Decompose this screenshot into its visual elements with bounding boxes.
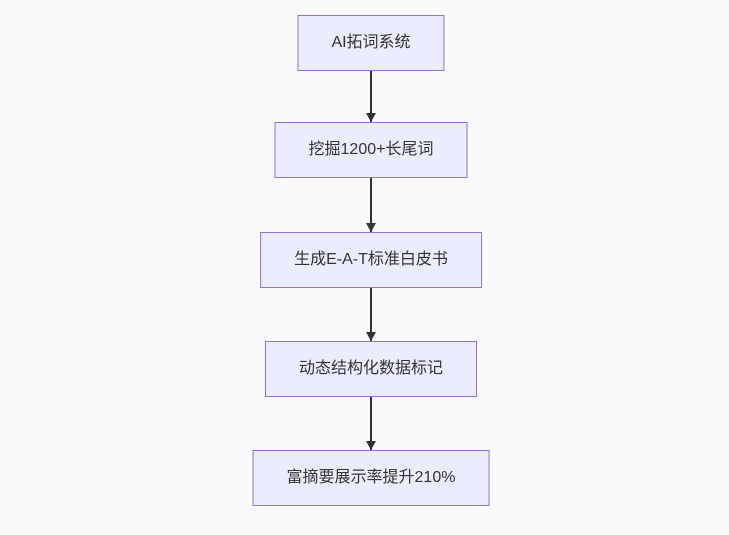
- arrow-down-icon: [366, 113, 376, 122]
- flow-node-structured-data: 动态结构化数据标记: [264, 341, 478, 397]
- arrow-down-icon: [366, 441, 376, 450]
- flow-node-label: AI拓词系统: [331, 34, 411, 51]
- arrow-down-icon: [366, 223, 376, 232]
- flow-node-ai-word-system: AI拓词系统: [297, 15, 445, 71]
- flow-node-rich-snippet-result: 富摘要展示率提升210%: [252, 450, 490, 506]
- flow-node-label: 动态结构化数据标记: [298, 360, 444, 377]
- flow-arrow-3: [366, 288, 376, 341]
- flow-node-label: 富摘要展示率提升210%: [286, 469, 456, 486]
- flow-node-eat-whitepaper: 生成E-A-T标准白皮书: [260, 232, 482, 288]
- flow-arrow-1: [366, 71, 376, 122]
- flow-node-longtail-mining: 挖掘1200+长尾词: [274, 122, 468, 178]
- flow-arrow-2: [366, 178, 376, 232]
- flow-node-label: 挖掘1200+长尾词: [308, 141, 434, 158]
- arrow-down-icon: [366, 332, 376, 341]
- flow-arrow-4: [366, 397, 376, 450]
- flow-node-label: 生成E-A-T标准白皮书: [294, 251, 448, 268]
